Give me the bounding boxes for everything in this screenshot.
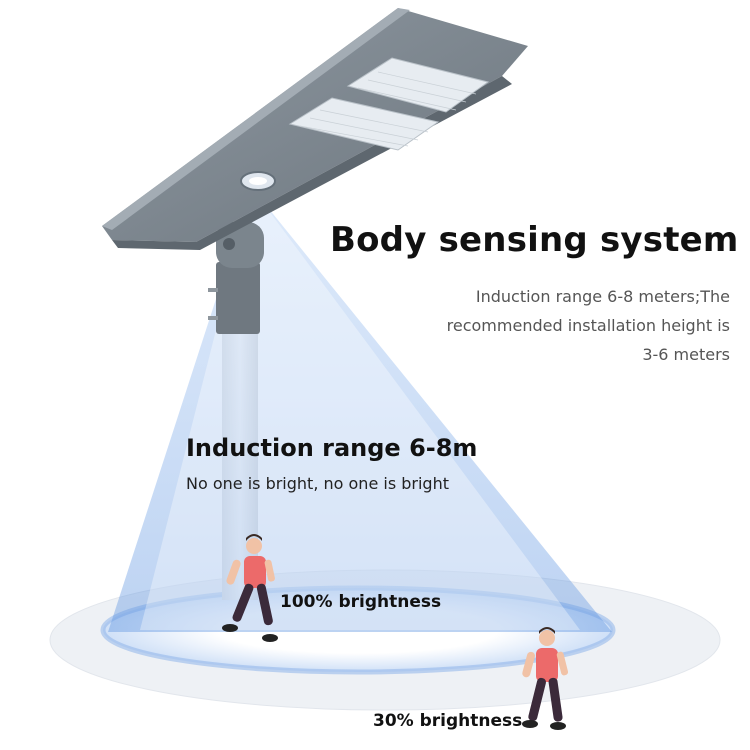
motion-sensor-lens bbox=[249, 177, 267, 185]
induction-range-title: Induction range 6-8m bbox=[186, 434, 478, 462]
headline: Body sensing system bbox=[330, 220, 739, 260]
lamp-head-top-edge bbox=[102, 8, 410, 230]
person-walking-left bbox=[222, 534, 278, 642]
description-line-2: recommended installation height is bbox=[446, 316, 730, 335]
brightness-low-label: 30% brightness bbox=[373, 711, 523, 731]
bracket-bolt bbox=[223, 238, 235, 250]
led-module-1 bbox=[288, 97, 440, 151]
induction-range-subtitle: No one is bright, no one is bright bbox=[186, 474, 449, 493]
bracket-screw-2 bbox=[208, 316, 218, 320]
led-module-2 bbox=[346, 57, 490, 113]
led-grid bbox=[299, 71, 477, 147]
description-line-3: 3-6 meters bbox=[642, 345, 730, 364]
description: Induction range 6-8 meters;The recommend… bbox=[380, 282, 730, 369]
bracket-screw-1 bbox=[208, 288, 218, 292]
pole-bracket bbox=[216, 262, 260, 334]
person-walking-right bbox=[522, 627, 569, 730]
description-line-1: Induction range 6-8 meters;The bbox=[475, 287, 730, 306]
brightness-full-label: 100% brightness bbox=[280, 592, 442, 612]
